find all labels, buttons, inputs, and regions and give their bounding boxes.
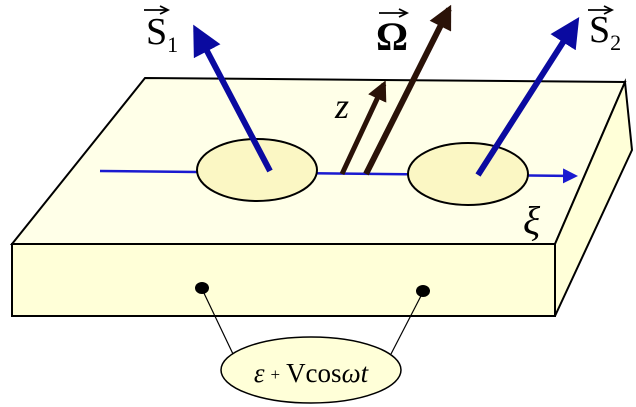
- z-axis-arrow: [339, 80, 387, 176]
- spin2-vector-bar-tip: [603, 5, 615, 15]
- omega-label: Ω: [376, 14, 408, 59]
- quantum-dot-right: [407, 142, 529, 206]
- spin2-arrow: [475, 16, 580, 177]
- voltage-bubble: [220, 336, 402, 404]
- spin1-arrow: [193, 24, 273, 173]
- slab-front-face: [11, 243, 556, 317]
- spin1-label: S1: [146, 11, 178, 57]
- z-axis-label: z: [334, 86, 349, 126]
- slab-right-face: [554, 78, 634, 317]
- gate-wire-right: [390, 291, 424, 355]
- omega-arrow: [363, 4, 452, 176]
- xi-axis-label: ξ: [523, 198, 541, 243]
- gate-contact-left: [195, 282, 209, 294]
- omega-vector-bar-tip: [398, 8, 410, 18]
- gate-contact-right: [416, 285, 430, 297]
- quantum-dot-left: [196, 138, 318, 202]
- spin2-label: S2: [589, 9, 621, 55]
- voltage-label: ε+Vcosωt: [254, 358, 370, 388]
- spin1-vector-bar-tip: [159, 5, 171, 15]
- gate-wire-left: [201, 288, 234, 355]
